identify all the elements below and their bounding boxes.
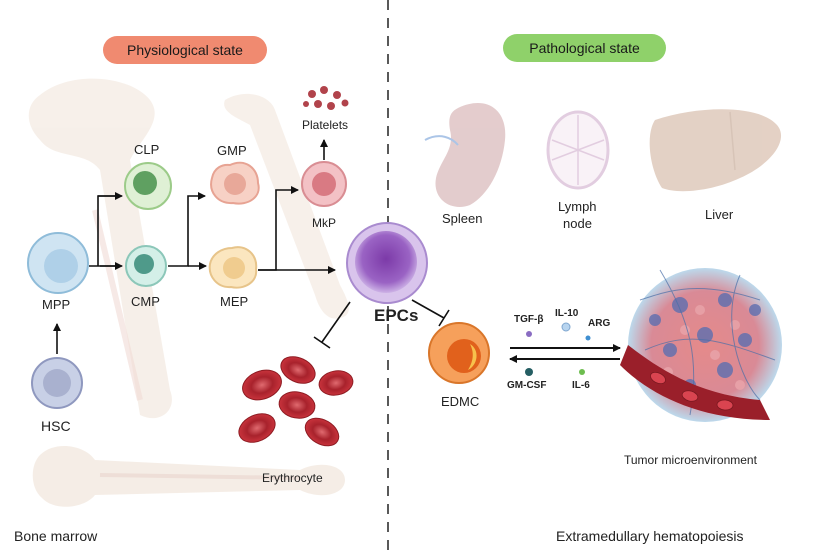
mep-cell [208, 246, 258, 289]
lymph-node-illustration [546, 110, 610, 190]
lymph-node-label-line2: node [563, 216, 592, 231]
erythrocytes [238, 356, 354, 447]
erythrocyte-label: Erythrocyte [262, 471, 323, 485]
il10-dot [561, 322, 571, 332]
lower-bone-illustration [32, 445, 345, 507]
gmp-cell [210, 161, 260, 205]
mkp-label: MkP [312, 216, 336, 230]
spleen-illustration [424, 103, 506, 207]
tumor-microenvironment-label: Tumor microenvironment [624, 453, 757, 467]
hsc-cell [31, 357, 83, 409]
bone-marrow-caption: Bone marrow [14, 528, 98, 544]
mpp-label: MPP [42, 297, 71, 312]
tgfb-dot [526, 331, 532, 337]
platelets-cluster [303, 86, 349, 110]
mpp-cell [27, 232, 89, 294]
lymph-node-label-line1: Lymph [558, 199, 597, 214]
cmp-label: CMP [131, 294, 160, 309]
edmc-cell [428, 322, 490, 384]
epcs-label: EPCs [374, 306, 419, 325]
tgfb-label: TGF-β [514, 314, 544, 325]
femur-bone-illustration [28, 78, 172, 419]
epcs-cell [346, 222, 428, 304]
tumor-microenvironment-illustration [620, 268, 782, 422]
extramedullary-caption: Extramedullary hematopoiesis [556, 528, 744, 544]
il6-label: IL-6 [572, 380, 590, 391]
platelets-label: Platelets [302, 118, 349, 132]
spleen-label: Spleen [442, 211, 483, 226]
clp-cell [124, 162, 172, 210]
arg-dot [585, 335, 591, 341]
gmcsf-label: GM-CSF [507, 380, 547, 391]
mkp-cell [301, 161, 347, 207]
arrow-cmp-gmp-mep [168, 192, 206, 267]
long-bone-illustration [224, 93, 349, 319]
arg-label: ARG [588, 318, 611, 329]
il6-dot [579, 369, 585, 375]
cmp-cell [125, 245, 167, 287]
hsc-label: HSC [41, 418, 71, 434]
liver-label: Liver [705, 207, 734, 222]
gmcsf-dot [525, 368, 533, 376]
edmc-label: EDMC [441, 394, 480, 409]
inhibit-epcs-edmc [411, 299, 450, 327]
clp-label: CLP [134, 142, 160, 157]
il10-label: IL-10 [555, 308, 579, 319]
inhibit-epcs-erythrocyte [313, 301, 351, 349]
gmp-label: GMP [217, 143, 247, 158]
liver-illustration [649, 109, 782, 192]
physiological-state-label: Physiological state [103, 36, 267, 64]
mep-label: MEP [220, 294, 249, 309]
pathological-state-label: Pathological state [503, 34, 666, 62]
